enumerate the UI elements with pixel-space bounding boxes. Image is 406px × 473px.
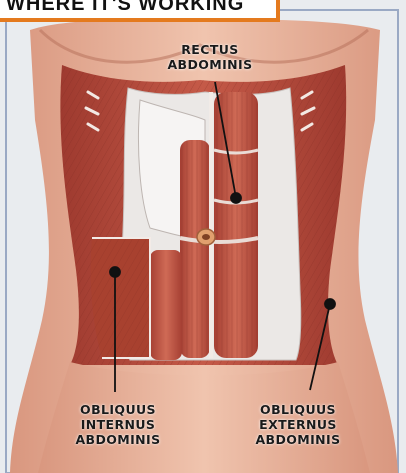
internus-label-line-3: ABDOMINIS bbox=[58, 432, 178, 447]
rectus-pointer-dot bbox=[231, 193, 241, 203]
internus-label-line-1: OBLIQUUS bbox=[58, 402, 178, 417]
header-banner: WHERE IT'S WORKING bbox=[0, 0, 280, 22]
rectus-label-line-2: ABDOMINIS bbox=[150, 57, 270, 72]
externus-label-line-1: OBLIQUUS bbox=[236, 402, 360, 417]
externus-label-line-2: EXTERNUS bbox=[236, 417, 360, 432]
externus-pointer-dot bbox=[325, 299, 335, 309]
obliquus-internus-label: OBLIQUUS INTERNUS ABDOMINIS bbox=[58, 402, 178, 447]
rectus-abdominis-label: RECTUS ABDOMINIS bbox=[150, 42, 270, 72]
internus-pointer-dot bbox=[110, 267, 120, 277]
obliquus-externus-label: OBLIQUUS EXTERNUS ABDOMINIS bbox=[236, 402, 360, 447]
banner-title: WHERE IT'S WORKING bbox=[6, 0, 244, 16]
internus-label-line-2: INTERNUS bbox=[58, 417, 178, 432]
externus-label-line-3: ABDOMINIS bbox=[236, 432, 360, 447]
rectus-label-line-1: RECTUS bbox=[150, 42, 270, 57]
navel bbox=[197, 229, 215, 245]
obliquus-internus-muscle bbox=[91, 238, 150, 358]
